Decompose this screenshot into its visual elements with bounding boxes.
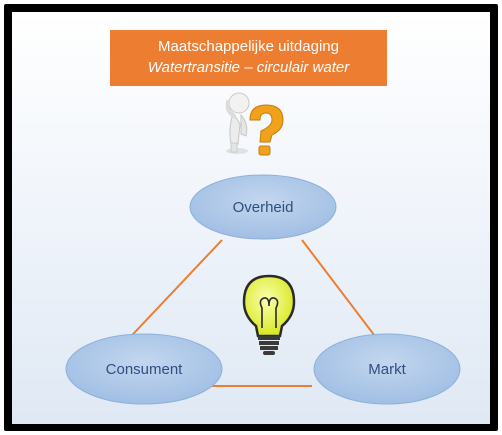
thinking-person-icon xyxy=(225,92,250,154)
title-line-1: Maatschappelijke uitdaging xyxy=(158,38,339,55)
lightbulb-icon xyxy=(242,274,296,355)
title-box: Maatschappelijke uitdaging Watertransiti… xyxy=(110,30,387,86)
node-top: Overheid xyxy=(189,174,337,240)
connector-top-left xyxy=(119,239,223,349)
node-left: Consument xyxy=(65,333,223,405)
node-right: Markt xyxy=(313,333,461,405)
connector-top-right xyxy=(301,239,385,349)
title-line-2: Watertransitie – circulair water xyxy=(147,59,350,76)
node-right-label: Markt xyxy=(368,361,406,378)
node-left-label: Consument xyxy=(106,361,184,378)
question-mark-icon xyxy=(249,104,284,156)
slide-panel: Maatschappelijke uitdaging Watertransiti… xyxy=(12,12,490,424)
triangle-diagram: Overheid Consument Markt xyxy=(65,92,461,405)
node-top-label: Overheid xyxy=(233,199,294,216)
